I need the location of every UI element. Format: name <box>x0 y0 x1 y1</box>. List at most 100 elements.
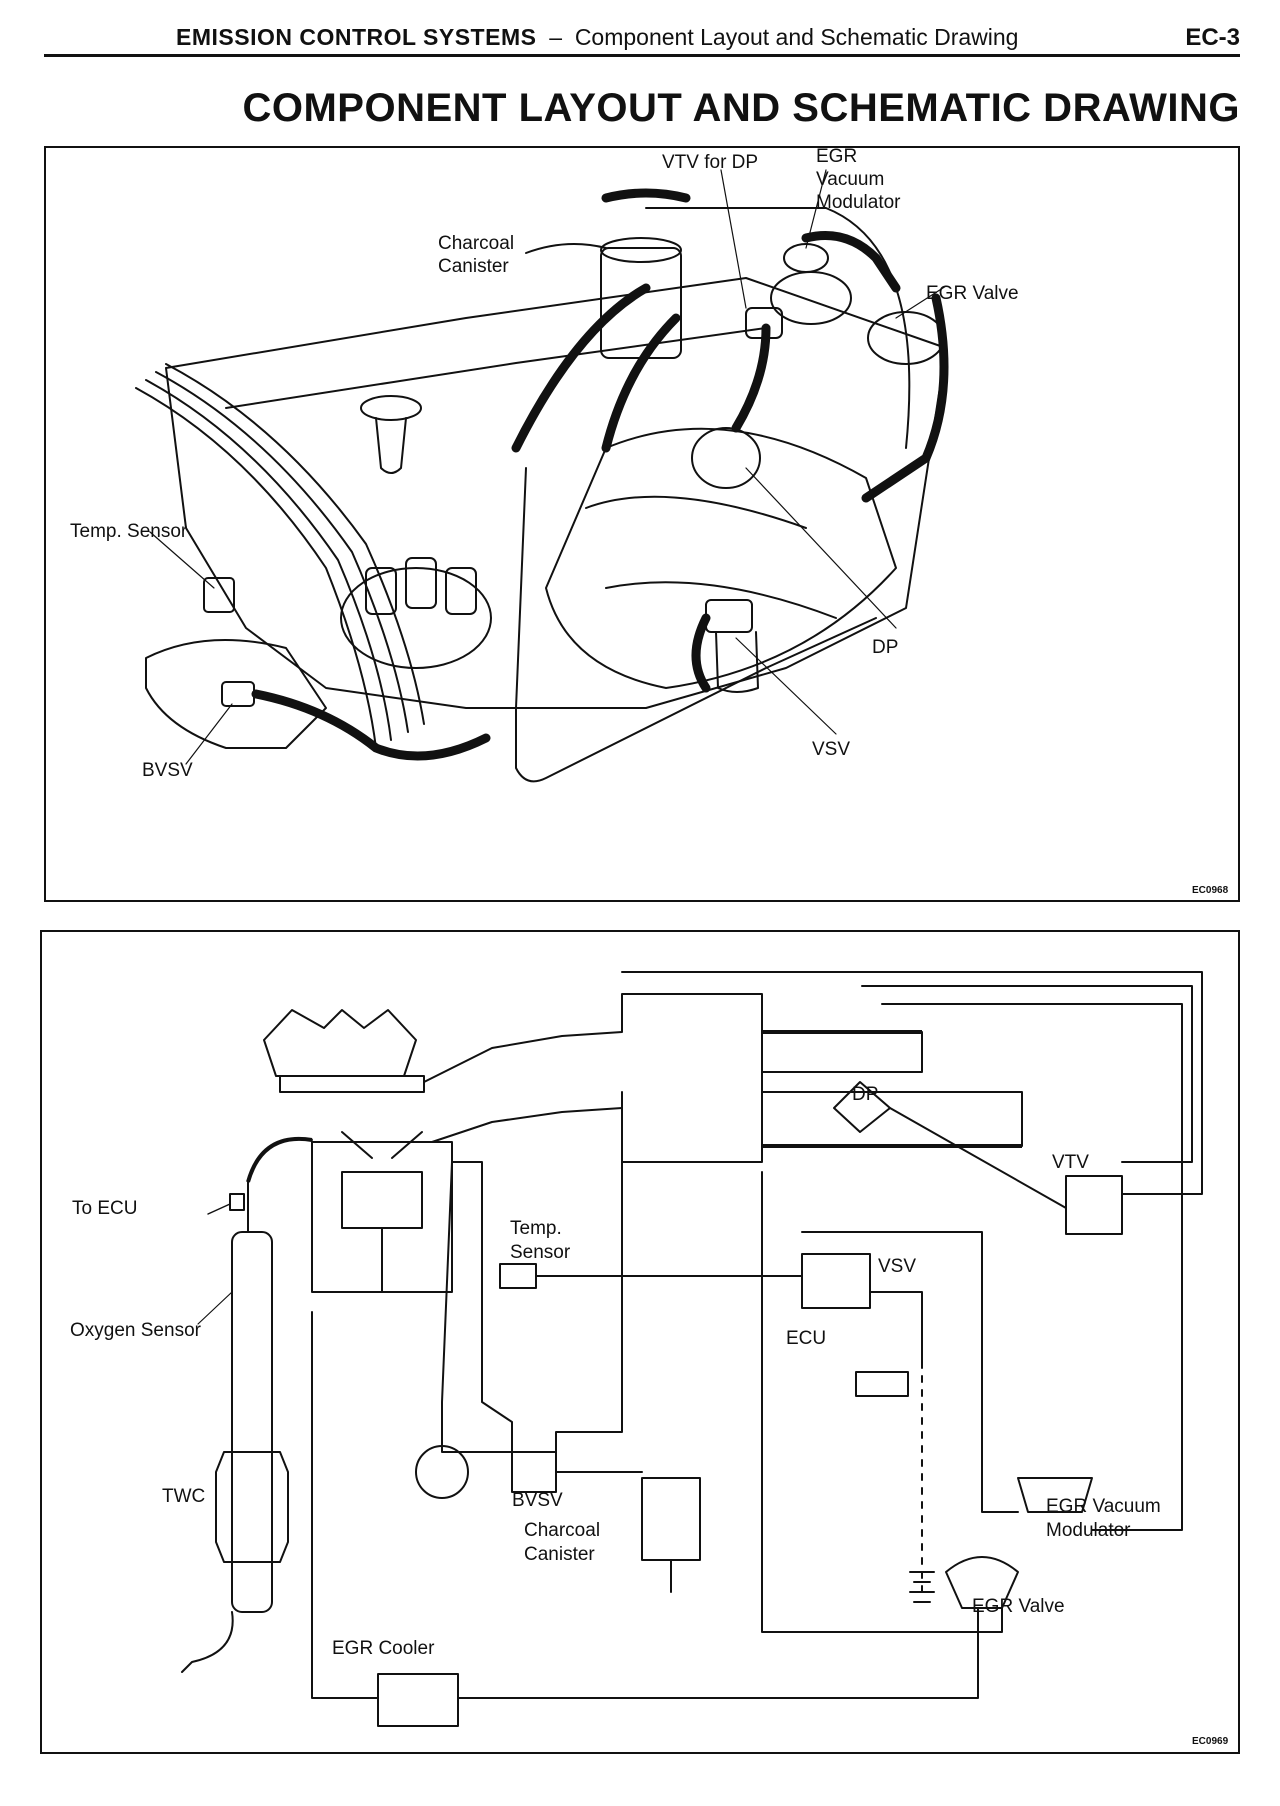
vacuum-line <box>515 467 877 783</box>
exhaust-manifold <box>247 1137 313 1233</box>
thermostat-outlet <box>415 1445 469 1499</box>
schematic-label-charcoal-canister-line1: Charcoal <box>524 1520 600 1541</box>
schematic-label-charcoal-canister-line2: Canister <box>524 1544 595 1565</box>
intake-manifold <box>545 427 897 689</box>
oil-filler-neck <box>375 417 407 474</box>
vsv-mount <box>715 631 759 693</box>
distributor-terminal <box>365 567 397 615</box>
leader-temp-sensor <box>149 531 215 589</box>
schematic-label-egr-valve: EGR Valve <box>972 1596 1065 1617</box>
vacuum-line <box>861 985 1193 1163</box>
label-egr-vacuum-modulator-line1: EGR <box>816 148 857 167</box>
egr-valve-base <box>770 271 852 325</box>
ecu-relay <box>855 1371 909 1397</box>
intake-pipe <box>761 1031 923 1073</box>
charcoal-canister-top <box>600 237 682 263</box>
temp-sensor-schematic <box>499 1263 537 1289</box>
engine-layout-drawing: VTV for DP EGR Vacuum Modulator Charcoal… <box>70 148 1229 896</box>
vacuum-line <box>881 1003 1183 1531</box>
egr-cooler <box>377 1673 459 1727</box>
thermostat-housing <box>145 639 327 749</box>
tailpipe <box>181 1611 234 1673</box>
oxygen-sensor <box>229 1193 245 1211</box>
water-jacket <box>441 1161 513 1453</box>
leader-bvsv <box>185 703 233 765</box>
schematic-label-egr-cooler: EGR Cooler <box>332 1638 435 1659</box>
vtv-schematic <box>1065 1175 1123 1235</box>
label-vsv: VSV <box>812 739 850 760</box>
bvsv-body <box>221 681 255 707</box>
vacuum-hose <box>601 188 691 203</box>
intake-runner-line <box>605 581 837 619</box>
vacuum-hose <box>251 689 491 761</box>
label-egr-vacuum-modulator-line2: Vacuum <box>816 169 884 190</box>
vacuum-line <box>801 1231 1019 1513</box>
air-cleaner <box>263 1009 417 1077</box>
figure-code-layout: EC0968 <box>1192 885 1229 896</box>
schematic-label-ecu: ECU <box>786 1328 826 1349</box>
vacuum-hose <box>601 313 681 453</box>
spark-plug-wire <box>135 387 377 749</box>
page-title: COMPONENT LAYOUT AND SCHEMATIC DRAWING <box>242 86 1240 130</box>
carburetor <box>279 1075 425 1093</box>
vsv-schematic <box>801 1253 871 1309</box>
intake-manifold <box>423 993 763 1163</box>
schematic-label-dp: DP <box>852 1084 878 1105</box>
spark-plug-wire <box>165 363 425 725</box>
component-layout-figure: VTV for DP EGR Vacuum Modulator Charcoal… <box>44 146 1240 902</box>
label-bvsv: BVSV <box>142 760 193 781</box>
to-ecu-arrow <box>207 1203 231 1215</box>
vtv-to-dp-line <box>889 1107 1067 1209</box>
valve-cover-edge <box>225 327 767 409</box>
piston <box>341 1171 423 1229</box>
exhaust-pipe-to-egr <box>761 1091 1023 1147</box>
vacuum-line <box>555 1091 623 1453</box>
dashpot <box>691 427 761 489</box>
label-temp-sensor: Temp. Sensor <box>70 521 188 542</box>
vacuum-hose <box>511 283 651 453</box>
label-vtv-for-dp: VTV for DP <box>662 152 758 173</box>
spark-plug-wire <box>145 379 392 741</box>
egr-valve-schematic <box>945 1556 1019 1609</box>
schematic-label-bvsv: BVSV <box>512 1490 563 1511</box>
emission-schematic: DP VTV To ECU Temp. Sensor VSV Oxygen Se… <box>70 971 1229 1747</box>
exhaust-manifold-wall <box>246 1136 313 1183</box>
schematic-drawing-figure: DP VTV To ECU Temp. Sensor VSV Oxygen Se… <box>40 930 1240 1754</box>
schematic-label-to-ecu: To ECU <box>72 1198 137 1219</box>
exhaust-pipe <box>231 1231 273 1613</box>
label-charcoal-canister-line1: Charcoal <box>438 233 514 254</box>
schematic-label-egr-vacuum-modulator-line1: EGR Vacuum <box>1046 1496 1161 1517</box>
vsv-body <box>705 599 753 633</box>
schematic-label-oxygen-sensor: Oxygen Sensor <box>70 1320 202 1341</box>
vacuum-line <box>761 1171 1003 1633</box>
vsv-wire <box>869 1291 923 1363</box>
leader-oxygen-sensor <box>197 1291 233 1325</box>
temp-sensor-body <box>203 577 235 613</box>
vacuum-hose <box>861 293 949 503</box>
vacuum-hose <box>691 613 711 693</box>
label-egr-valve: EGR Valve <box>926 283 1019 304</box>
page-number: EC-3 <box>1185 24 1240 51</box>
schematic-label-vsv: VSV <box>878 1256 916 1277</box>
oil-filler-cap <box>360 395 422 421</box>
vacuum-hose <box>731 323 771 433</box>
leader-vtv-for-dp <box>720 169 747 309</box>
egr-gas-line <box>311 1311 979 1699</box>
schematic-label-temp-sensor-line1: Temp. <box>510 1218 562 1239</box>
egr-vacuum-modulator-schematic <box>1017 1477 1093 1513</box>
battery <box>909 1571 935 1603</box>
canister-hose <box>525 243 607 254</box>
charcoal-canister-schematic <box>641 1477 701 1561</box>
bvsv <box>511 1451 557 1493</box>
schematic-label-vtv: VTV <box>1052 1152 1089 1173</box>
valves <box>341 1131 423 1159</box>
label-egr-vacuum-modulator-line3: Modulator <box>816 192 901 213</box>
section-heading: EMISSION CONTROL SYSTEMS – Component Lay… <box>176 24 1019 50</box>
section-subtitle: Component Layout and Schematic Drawing <box>574 24 1019 50</box>
leader-egr-valve <box>895 285 947 319</box>
vacuum-hose <box>801 231 901 293</box>
leader-vsv <box>735 637 837 735</box>
engine-block-outline <box>165 277 947 709</box>
vacuum-line <box>621 971 1203 1195</box>
figure-code-schematic: EC0969 <box>1192 1736 1229 1747</box>
